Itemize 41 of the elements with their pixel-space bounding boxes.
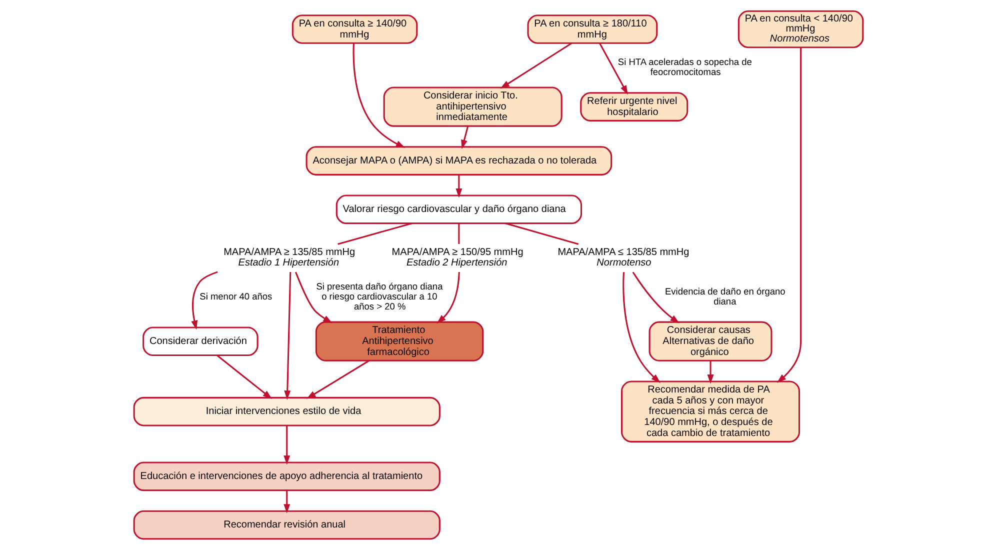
arrow [191, 271, 218, 330]
node-box: Considerar causas Alternativas de daño orgánico [648, 321, 772, 362]
arrow [284, 490, 290, 514]
arrow [284, 272, 292, 400]
arrow [436, 272, 460, 324]
edge-label: Si HTA aceleradas o sopecha de feocromocitomas [618, 56, 752, 77]
arrow [622, 272, 660, 383]
arrow [352, 43, 406, 148]
node-text: MAPA/AMPA ≥ 150/95 mmHg Estadio 2 Hipertensión [392, 247, 524, 268]
node-text: MAPA/AMPA ≥ 135/85 mmHg Estadio 1 Hipertensión [224, 247, 356, 268]
node-box: Recomendar medida de PA cada 5 años y con mayor frecuencia si más cerca de 140/90 mmHg, o después de cada cambio de tratamiento [621, 380, 800, 442]
node-box: PA en consulta ≥ 140/90 mmHg [292, 14, 418, 44]
node-box: Iniciar intervenciones estilo de vida [133, 396, 440, 426]
node-text: MAPA/AMPA ≤ 135/85 mmHg Normotenso [558, 247, 690, 268]
node-box: PA en consulta < 140/90 mmHg Normotensos [738, 10, 864, 48]
edge-label: Si presenta daño órgano diana o riesgo cardiovascular a 10 años > 20 % [316, 281, 443, 312]
node-box: Tratamiento Antihipertensivo farmacológico [315, 321, 484, 362]
arrow [216, 354, 272, 400]
arrow [632, 272, 680, 324]
node-box: PA en consulta ≥ 180/110 mmHg [527, 14, 658, 44]
connector [505, 222, 579, 245]
edge-label: Si menor 40 años [200, 291, 272, 302]
node-box: Aconsejar MAPA o (AMPA) si MAPA es rechazada o no tolerada [306, 146, 612, 176]
arrow [776, 48, 802, 383]
arrow [500, 42, 572, 89]
arrow [294, 272, 332, 324]
connector [458, 224, 460, 244]
connector [338, 222, 412, 245]
arrow [599, 42, 628, 95]
arrow [707, 360, 714, 384]
arrow [284, 426, 290, 465]
node-box: Valorar riesgo cardiovascular y daño órgano diana [336, 194, 582, 224]
node-box: Considerar inicio Tto. antihipertensivo inmediatamente [383, 86, 562, 127]
node-box: Recomendar revisión anual [133, 510, 440, 540]
arrow [306, 360, 370, 399]
arrow [461, 126, 469, 150]
edge-label: Evidencia de daño en órgano diana [664, 286, 786, 306]
node-box: Referir urgente nivel hospitalario [580, 92, 688, 122]
node-box: Educación e intervenciones de apoyo adherencia al tratamiento [133, 462, 440, 492]
arrow [456, 174, 462, 198]
node-box: Considerar derivación [142, 326, 258, 356]
